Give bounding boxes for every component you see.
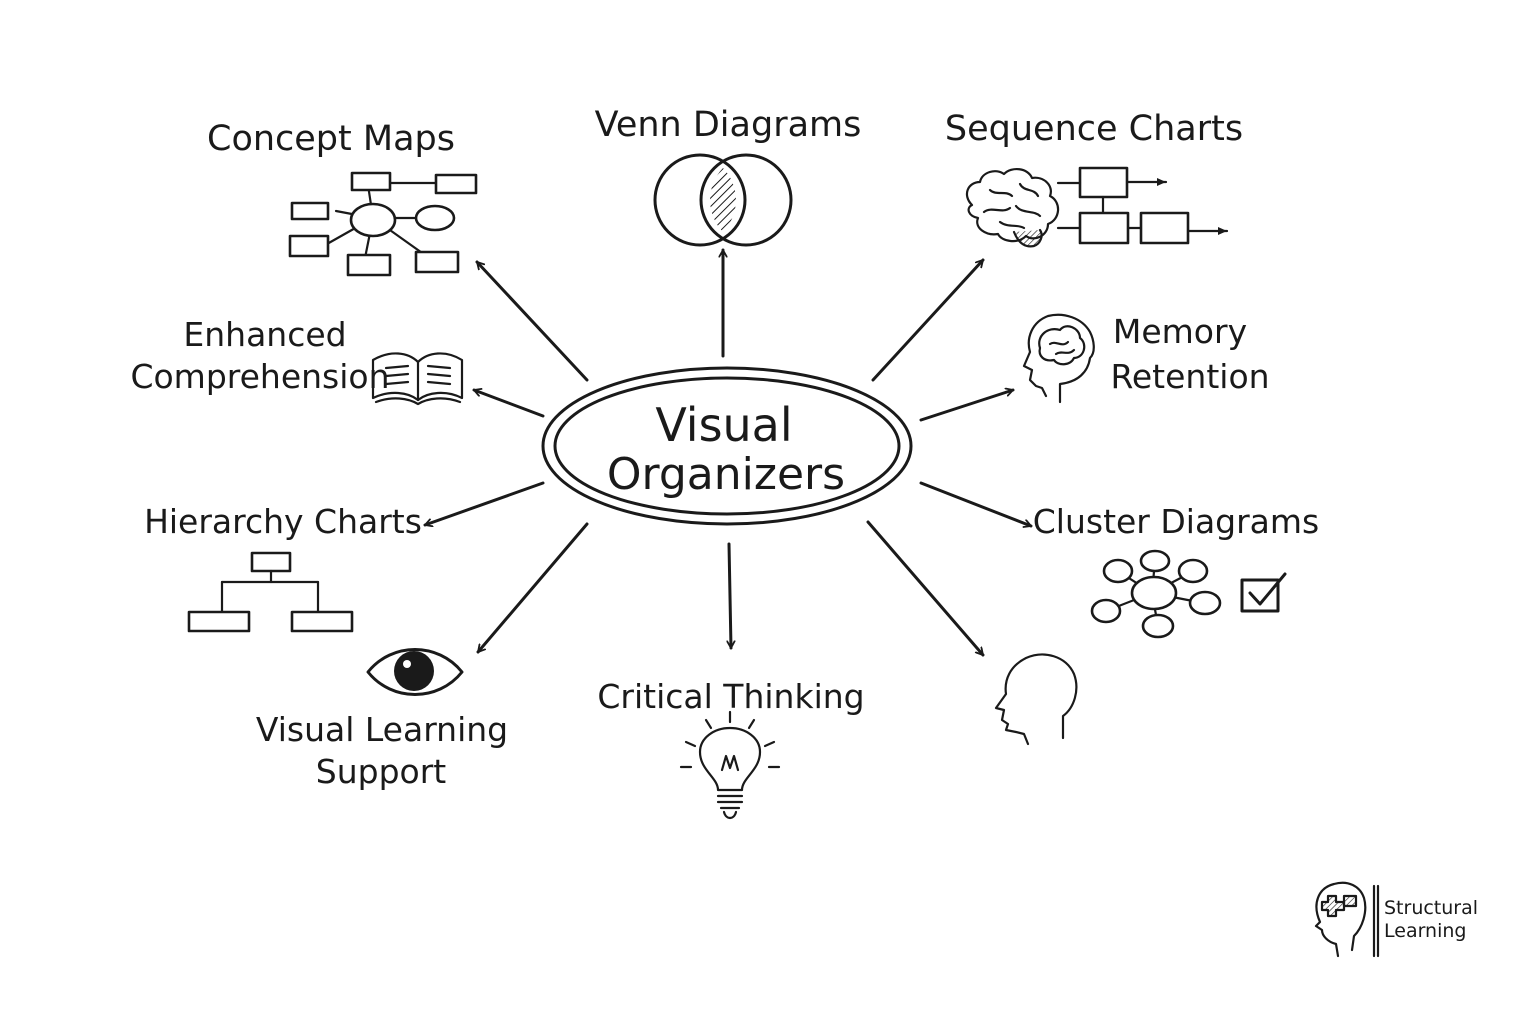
- structural-learning-logo-icon: [1314, 881, 1380, 958]
- arrow-enhanced-comprehension: [472, 390, 545, 418]
- head-profile-icon: [994, 653, 1078, 746]
- open-book-icon: [371, 352, 464, 406]
- label-critical-thinking: Critical Thinking: [597, 677, 864, 716]
- lightbulb-icon: [679, 710, 781, 820]
- label-hierarchy-charts: Hierarchy Charts: [144, 502, 422, 541]
- structural-learning-logo: Structural Learning: [1314, 881, 1478, 958]
- concept-map-icon: [288, 171, 478, 277]
- label-visual-learning-2: Support: [316, 752, 447, 791]
- center-title-line1: Visual: [655, 398, 792, 452]
- sequence-chart-icon: [1056, 166, 1229, 245]
- label-visual-learning-1: Visual Learning: [256, 710, 508, 749]
- label-venn-diagrams: Venn Diagrams: [595, 105, 862, 145]
- arrow-sequence-charts: [871, 258, 985, 382]
- label-sequence-charts: Sequence Charts: [945, 109, 1243, 149]
- center-title-line2: Organizers: [607, 449, 845, 500]
- label-cluster-diagrams: Cluster Diagrams: [1033, 502, 1320, 541]
- logo-text-line2: Learning: [1384, 920, 1467, 942]
- label-memory-retention-1: Memory: [1113, 312, 1247, 351]
- arrow-cluster-diagrams: [919, 481, 1033, 526]
- eye-icon: [366, 648, 464, 696]
- brain-icon: [965, 168, 1060, 248]
- venn-diagram-icon: [653, 153, 793, 247]
- arrow-visual-learning: [476, 522, 589, 654]
- arrow-concept-maps: [475, 260, 589, 382]
- center-node: Visual Organizers: [541, 366, 913, 526]
- label-memory-retention-2: Retention: [1110, 357, 1269, 396]
- arrow-head-profile: [866, 520, 985, 657]
- arrow-critical-thinking: [729, 542, 731, 650]
- cluster-diagram-icon: [1090, 549, 1222, 639]
- hierarchy-chart-icon: [187, 551, 354, 633]
- logo-text-line1: Structural: [1384, 897, 1478, 919]
- arrow-memory-retention: [919, 390, 1015, 422]
- label-enhanced-comprehension-2: Comprehension: [130, 357, 389, 396]
- label-enhanced-comprehension-1: Enhanced: [183, 315, 346, 354]
- arrow-hierarchy-charts: [423, 481, 545, 525]
- head-brain-icon: [1022, 313, 1095, 404]
- connector-arrows: [423, 248, 1033, 657]
- checkbox-icon: [1240, 572, 1287, 613]
- label-concept-maps: Concept Maps: [207, 119, 455, 159]
